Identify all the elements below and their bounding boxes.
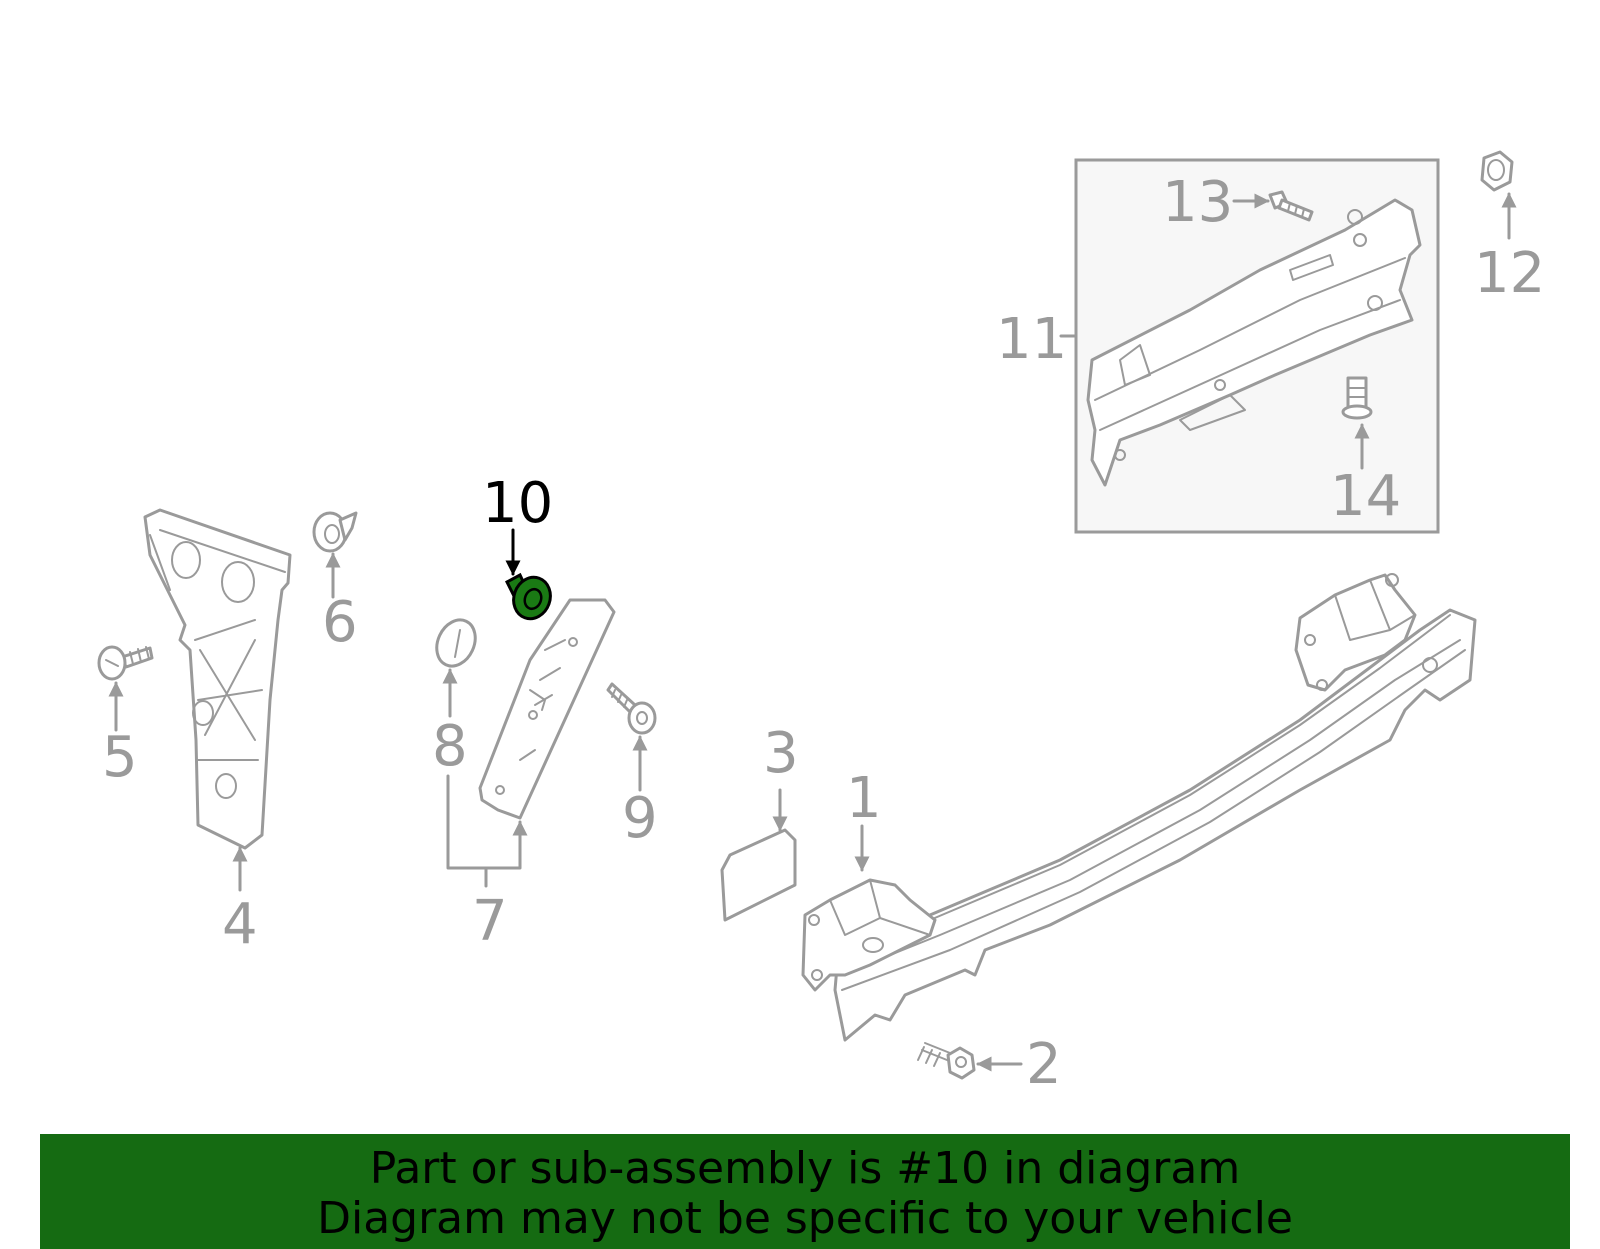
banner-line-1: Part or sub-assembly is #10 in diagram (369, 1143, 1241, 1194)
banner-line-2: Diagram may not be specific to your vehi… (317, 1193, 1293, 1244)
callout-6: 6 (322, 590, 358, 655)
part-3-pad (720, 828, 797, 922)
callout-8: 8 (432, 714, 468, 779)
part-10-clip-highlighted[interactable] (505, 572, 556, 624)
callout-11: 11 (996, 307, 1067, 372)
part-2-bolt (917, 1042, 976, 1080)
part-14-clip (1341, 376, 1373, 420)
part-9-screw (606, 682, 657, 735)
part-1-bumper-beam (801, 573, 1477, 1042)
callout-1: 1 (846, 766, 882, 831)
callout-5: 5 (102, 725, 138, 790)
part-12-nut (1480, 150, 1514, 192)
callout-3: 3 (763, 721, 799, 786)
callout-2: 2 (1026, 1032, 1062, 1097)
part-13-bolt (1268, 190, 1314, 222)
leader-lines (108, 192, 1517, 1072)
part-6-clip (312, 511, 358, 553)
part-7-bracket (478, 598, 616, 820)
part-5-screw (97, 645, 154, 681)
part-8-plug (435, 618, 477, 668)
callout-10: 10 (482, 471, 553, 536)
callout-4: 4 (222, 892, 258, 957)
callout-7: 7 (472, 889, 508, 954)
callout-13: 13 (1162, 170, 1233, 235)
part-4-bracket (143, 508, 292, 850)
callout-labels: 1 2 3 4 5 6 7 8 9 10 11 12 13 14 (102, 170, 1545, 1097)
callout-9: 9 (622, 786, 658, 851)
part-info-banner: Part or sub-assembly is #10 in diagram D… (40, 1134, 1570, 1249)
callout-14: 14 (1330, 464, 1401, 529)
part-11-inset (1074, 158, 1440, 534)
callout-12: 12 (1474, 241, 1545, 306)
